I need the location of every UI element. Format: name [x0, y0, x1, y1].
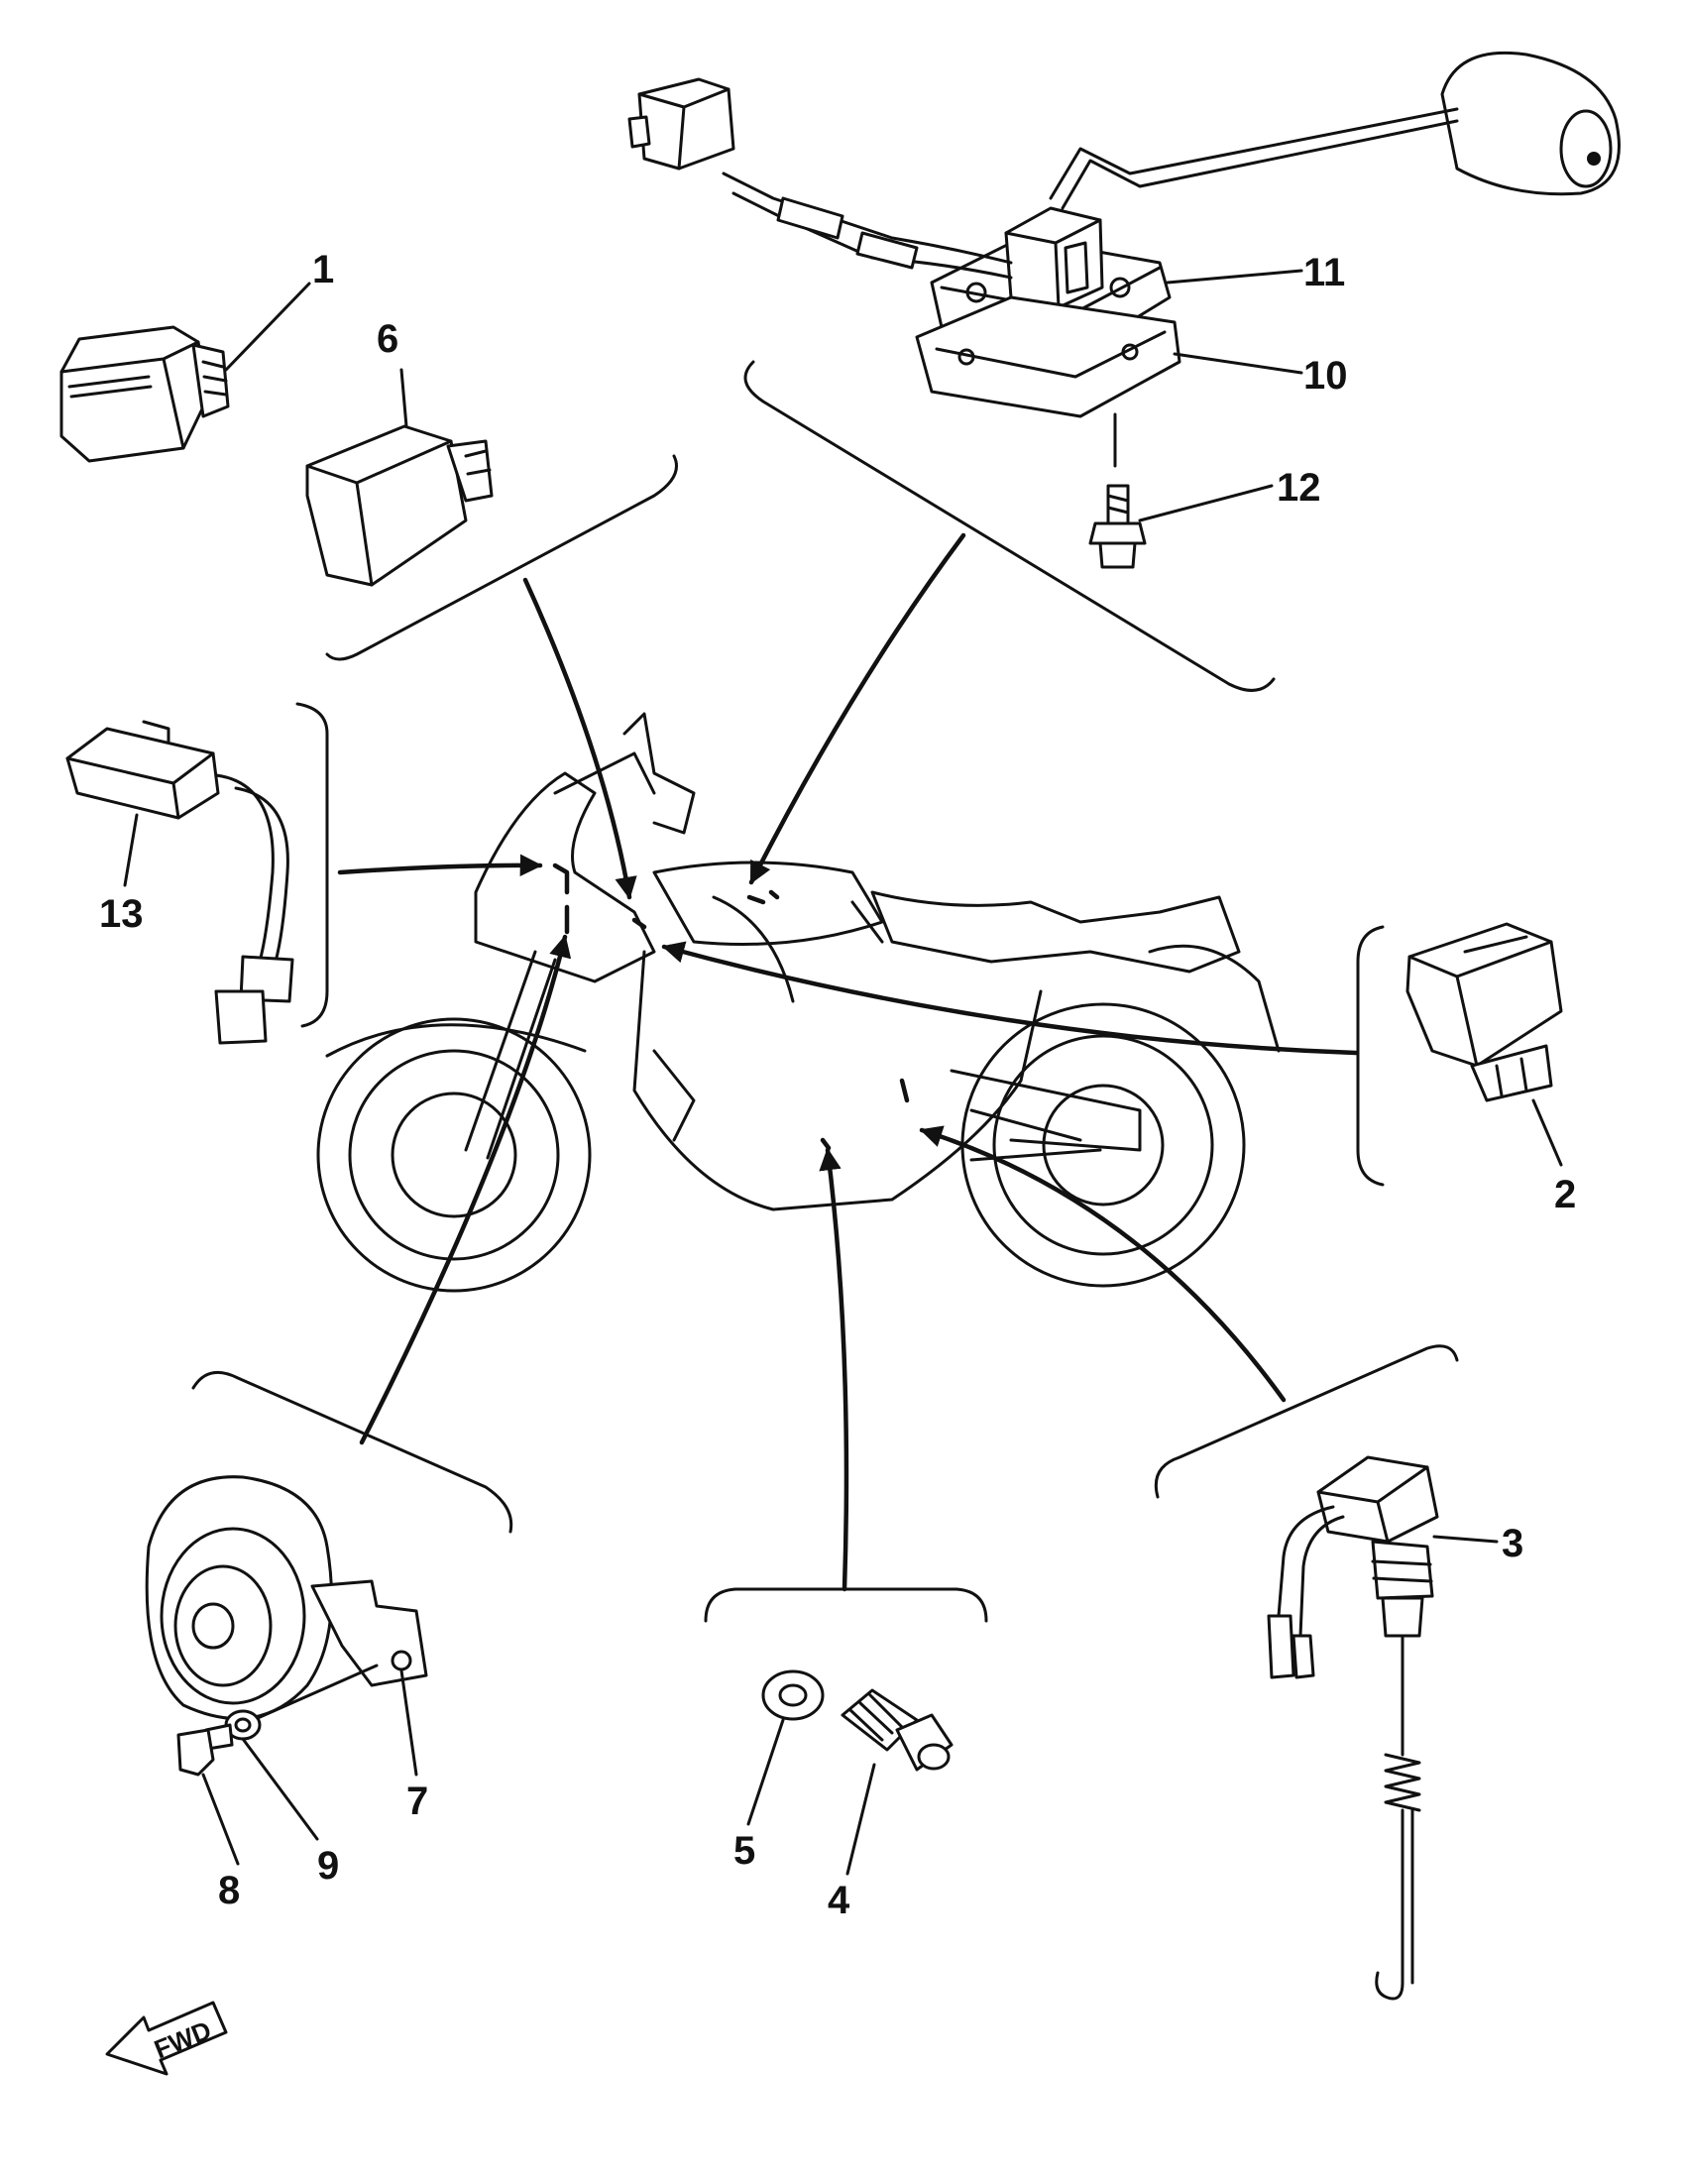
- part-3-switch: [1267, 1455, 1439, 2001]
- leader-arrows: [337, 532, 1359, 1592]
- callout-11: 11: [1303, 251, 1345, 294]
- callout-numbers: 1 6 11 10 12 13 2 3 4 5 7 8 9: [99, 248, 1576, 1922]
- leader-6: [399, 368, 408, 428]
- bracket-relay-6: [325, 454, 678, 661]
- arrow-switch-3: [919, 1125, 1287, 1403]
- part-5-washer: [761, 1669, 825, 1721]
- leader-5: [746, 1718, 785, 1826]
- bracket-switch-4: [704, 1587, 988, 1623]
- leader-2: [1531, 1098, 1563, 1167]
- callout-4: 4: [828, 1879, 850, 1922]
- part-10-gasket: [915, 295, 1181, 418]
- leader-11: [1166, 269, 1303, 285]
- bracket-horn: [191, 1370, 513, 1534]
- callout-5: 5: [733, 1829, 755, 1873]
- part-2-relay: [1405, 922, 1563, 1102]
- bracket-fuel-sender: [743, 360, 1276, 692]
- part-6-relay: [305, 424, 494, 587]
- leader-12: [1138, 484, 1274, 522]
- callout-1: 1: [312, 248, 334, 291]
- leader-13: [123, 813, 139, 887]
- arrow-fuel-sender: [748, 532, 966, 885]
- part-8-bolt: [176, 1723, 234, 1777]
- leader-4: [845, 1763, 876, 1876]
- callout-8: 8: [218, 1869, 240, 1912]
- arrow-horn: [359, 934, 572, 1445]
- callout-9: 9: [317, 1844, 339, 1888]
- bracket-connector-13: [295, 702, 329, 1028]
- fwd-arrow-icon: FWD: [105, 2001, 228, 2076]
- leader-1: [224, 282, 311, 372]
- bracket-switch-3: [1154, 1344, 1459, 1499]
- leader-8: [201, 1773, 240, 1866]
- arrow-relay-6: [522, 577, 637, 900]
- bracket-relay-2: [1356, 925, 1385, 1187]
- leader-9: [241, 1737, 319, 1841]
- part-4-switch: [841, 1688, 954, 1772]
- callout-12: 12: [1277, 466, 1321, 510]
- callout-2: 2: [1554, 1173, 1576, 1216]
- callout-leaders: [123, 269, 1563, 1876]
- arrow-switch-4: [819, 1147, 849, 1592]
- leader-7: [399, 1668, 418, 1777]
- arrow-connector-13: [337, 854, 543, 877]
- callout-3: 3: [1502, 1522, 1523, 1565]
- motorcycle-outline: [316, 712, 1281, 1293]
- part-11-fuel-sender: [627, 51, 1621, 354]
- part-1-relay: [59, 325, 230, 463]
- callout-13: 13: [99, 892, 144, 936]
- part-13-connector: [65, 720, 294, 1045]
- callout-10: 10: [1303, 354, 1348, 398]
- part-12-bolt: [1088, 484, 1147, 569]
- callout-6: 6: [377, 317, 398, 361]
- leader-10: [1173, 352, 1303, 375]
- arrow-relay-2: [661, 941, 1359, 1056]
- callout-7: 7: [406, 1780, 428, 1823]
- assembly-brackets: [191, 360, 1459, 1623]
- leader-7b: [256, 1664, 379, 1720]
- leader-3: [1432, 1535, 1499, 1544]
- part-7-horn: [145, 1475, 428, 1721]
